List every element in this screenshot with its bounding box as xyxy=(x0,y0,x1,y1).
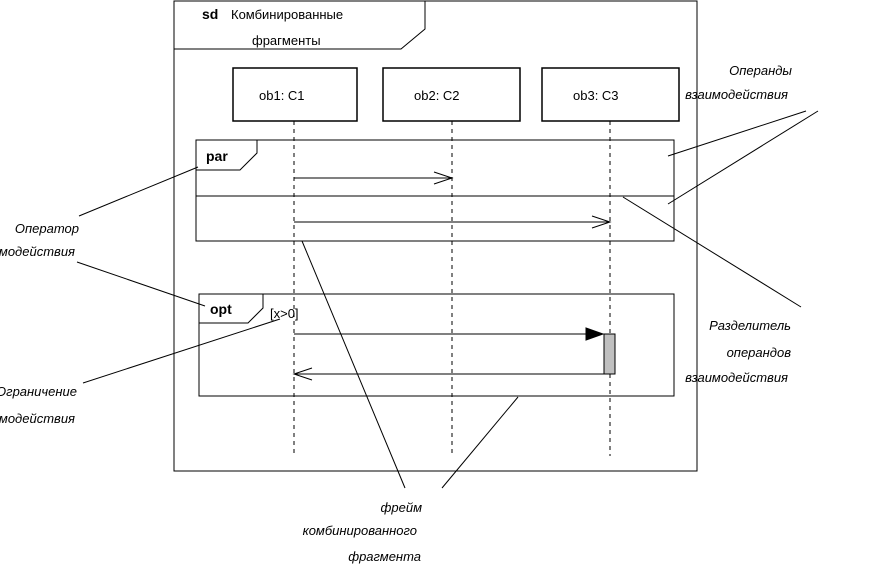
callout-lines xyxy=(76,110,819,489)
lifeline-head-ob1 xyxy=(232,67,358,122)
opt-operator-tab xyxy=(199,294,264,324)
annotation-operands: Операнды взаимодействия xyxy=(685,63,792,102)
leader-operands-1 xyxy=(667,110,807,157)
annotation-operands-line2: взаимодействия xyxy=(685,87,788,102)
lifeline-ob2: ob2: C2 xyxy=(382,67,521,456)
annotation-frame-line1: фрейм xyxy=(381,500,423,515)
annotation-separator-line2: операндов xyxy=(727,345,792,360)
annotation-separator-line1: Разделитель xyxy=(709,318,791,333)
annotation-frame-line3: фрагмента xyxy=(348,549,421,564)
sd-frame-tab xyxy=(174,1,426,50)
lifeline-label-ob2: ob2: C2 xyxy=(414,88,460,103)
leader-frame-par xyxy=(301,240,406,489)
annotation-operands-line1: Операнды xyxy=(729,63,792,78)
annotation-separator: Разделитель операндов взаимодействия xyxy=(685,318,791,385)
message-arrowhead-1 xyxy=(433,171,454,185)
par-operator-tab xyxy=(196,140,258,171)
annotation-constraint-line2: взаимодействия xyxy=(0,411,75,426)
par-frame xyxy=(195,139,675,242)
par-operator: par xyxy=(206,148,228,164)
activation-bar xyxy=(603,333,616,375)
annotation-separator-line3: взаимодействия xyxy=(685,370,788,385)
annotation-constraint-line1: Ограничение xyxy=(0,384,77,399)
annotation-frame: фрейм комбинированного фрагмента xyxy=(303,500,423,564)
leader-operator-opt xyxy=(76,261,206,307)
sd-frame: sd Комбинированные фрагменты xyxy=(173,0,698,472)
sync-arrowhead xyxy=(585,327,605,341)
sd-title-line2: фрагменты xyxy=(252,33,321,48)
lifeline-head-ob2 xyxy=(382,67,521,122)
leader-operator-par xyxy=(78,166,199,217)
opt-guard: [x>0] xyxy=(270,306,299,321)
opt-fragment: opt [x>0] xyxy=(198,293,675,397)
leader-constraint xyxy=(82,318,281,384)
leader-frame-opt xyxy=(441,396,519,489)
annotation-operator-line1: Оператор xyxy=(15,221,79,236)
annotation-constraint: Ограничение взаимодействия xyxy=(0,384,77,426)
opt-operator: opt xyxy=(210,301,232,317)
sd-keyword: sd xyxy=(202,6,218,22)
lifeline-ob3: ob3: C3 xyxy=(541,67,680,456)
par-fragment: par xyxy=(195,139,675,242)
leader-operands-2 xyxy=(667,110,819,205)
annotation-operator-line2: взаимодействия xyxy=(0,244,75,259)
leader-separator xyxy=(622,196,802,308)
lifeline-label-ob1: ob1: C1 xyxy=(259,88,305,103)
annotation-operator: Оператор взаимодействия xyxy=(0,221,79,259)
lifeline-ob1: ob1: C1 xyxy=(232,67,358,456)
message-arrowhead-2 xyxy=(591,215,612,229)
return-arrowhead xyxy=(292,367,313,381)
lifeline-label-ob3: ob3: C3 xyxy=(573,88,619,103)
sd-title-line1: Комбинированные xyxy=(231,7,343,22)
annotation-frame-line2: комбинированного xyxy=(303,523,417,538)
